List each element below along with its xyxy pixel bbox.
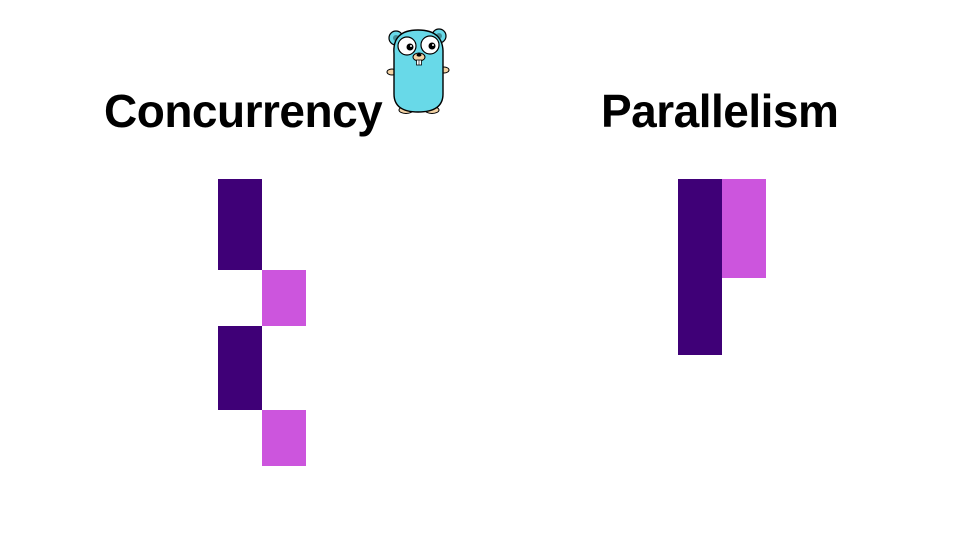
go-gopher-icon	[386, 28, 450, 114]
parallelism-title: Parallelism	[601, 85, 839, 137]
concurrency-task-a-block-2	[218, 326, 262, 410]
concurrency-task-a-block-1	[218, 179, 262, 270]
concurrency-task-b-block-1	[262, 270, 306, 326]
parallelism-task-b-block	[722, 179, 766, 278]
parallelism-task-a-block	[678, 179, 722, 355]
concurrency-task-b-block-2	[262, 410, 306, 466]
concurrency-title: Concurrency	[104, 85, 383, 137]
